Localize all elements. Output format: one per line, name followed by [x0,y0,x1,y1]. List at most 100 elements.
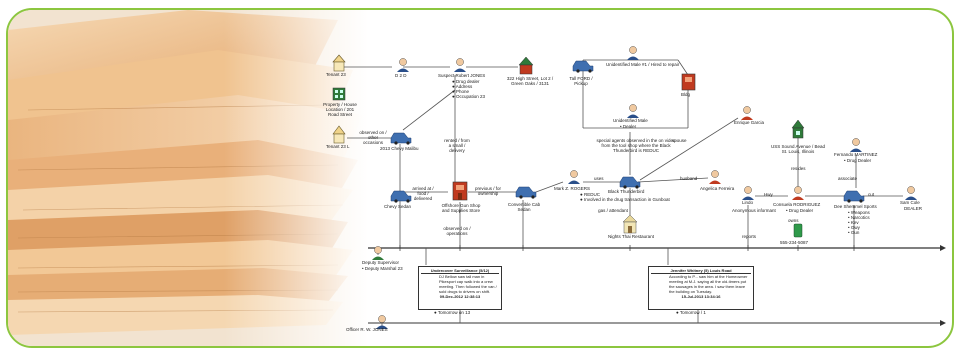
restaurant-icon [622,214,638,234]
rounded-card: Tenant 23 Property / House Location / 20… [6,8,954,348]
node-label: Dee Shemmel Sports [834,204,877,209]
person-icon [792,186,804,200]
car-icon [843,190,865,202]
edge-label: previous / for ownership [474,186,501,196]
person-icon [376,315,388,329]
person-icon [741,106,753,120]
node-label: Unidentified Male #1 / Hired to repair [606,62,680,67]
car-icon [390,132,412,144]
node-label: Black Thunderbird [608,189,645,194]
person-icon [397,58,409,72]
evidence-date: 09-Dec-2012 12:38:13 [439,294,481,299]
edge-label: spouse [672,138,687,143]
evidence-body: According to P... saw him at the Homeown… [669,274,748,294]
node-label: Tall FORD / Pickup [569,76,593,86]
folders-illustration [8,10,368,346]
phone-icon [793,223,803,238]
edge-label: observed on / operations [443,226,471,236]
person-icon [850,138,862,152]
edge-label: observed on / other occasions [359,130,387,145]
annotation-text: special agents observed in the on video … [596,138,676,153]
suspect-details: ● Drug dealer ● Address ● Phone ● Occupa… [452,79,485,99]
evidence-card-1[interactable]: Undercover Surveillance (5/12) DJ Bellow… [418,266,502,310]
node-label: Bldg [681,92,691,97]
node-label: • Dealer [620,124,637,129]
edge-label: arrived at / food / delivered [412,186,434,201]
edge-label: owns [788,218,799,223]
evidence-body: DJ Bellow saw tall man in Pikesport cap … [439,274,497,294]
house-icon [332,54,346,72]
evidence-foot: ● Tomorrow / 1 [676,310,706,315]
person-icon [905,186,917,200]
evidence-title: Undercover Surveillance (5/12) [421,268,499,274]
node-label: Tenant 23 L [326,144,350,149]
node-label: 2013 Chevy Malibu [380,146,419,151]
building-icon [332,87,346,101]
node-label: 322 High Street, Lot 2 / Green Oaks / 31… [506,76,554,86]
node-label: • Drug Dealer [786,208,814,213]
car-icon [515,186,537,198]
node-label: Officer R. W. JONES [346,327,388,332]
edge-label: associate [838,176,858,181]
node-label: Property / House Location / 201 Road Str… [323,102,357,117]
house-icon [518,56,534,75]
node-label: • Drug Dealer [844,158,872,163]
node-label: 555-234-5087 [780,240,809,245]
node-label: Fernando MARTINEZ [834,152,878,157]
node-label: Chevy Sedan [384,204,412,209]
edge-label: uses [594,176,604,181]
node-label: Lindo [742,200,754,205]
car-icon [390,190,412,202]
house-icon [332,125,346,144]
edge-label: gas / attendant [598,208,628,213]
person-icon [742,186,754,200]
car-icon [572,60,594,72]
node-label: Offshore Gun Shop and Supplies Store [441,203,481,213]
edge-label: husband [680,176,698,181]
ds-details: • Weapons • Narcotics • Kev • Gwy • Gun [848,210,870,235]
node-label: USS Sound Avenue / Bead St. Louis, Illin… [771,144,825,154]
person-icon [627,46,639,60]
node-label: Nights Thai Restaurant [608,234,654,239]
node-label: Angelica Ferreira [700,186,735,191]
building-icon [791,119,805,139]
evidence-date: 15-Jul-2013 13:34:16 [681,294,721,299]
car-icons [390,60,865,202]
node-label: D 2 D [395,73,407,78]
car-icon [619,176,641,188]
person-icon [454,58,466,72]
node-label: Convertible Cab Sedan [507,202,541,212]
link-analysis-diagram [332,46,946,329]
person-icons [372,46,917,329]
person-icon [709,170,721,184]
node-label: Tenant 23 [326,72,346,77]
edge-label: resides [791,166,806,171]
node-label: Unidentified Male [613,118,648,123]
node-label: Deputy Supervisor [362,260,400,265]
node-label: • Deputy Marshal 23 [362,266,403,271]
node-label: Sam Cole [900,200,920,205]
file-folders-image [8,10,368,346]
node-label: Enrique Garcia [734,120,765,125]
person-icon [627,104,639,118]
evidence-foot: ● Tomorrow on 13 [434,310,471,315]
edge-label: Hwy [764,192,773,197]
timeline-ticks [399,245,855,251]
person-icon [372,246,384,260]
edge-label: cut [868,192,875,197]
edge-label: reports [742,234,757,239]
node-label: Consuela RODRIGUEZ [773,202,821,207]
node-label: Anonymous informant [732,208,776,213]
mark-details: ● REDUC ● Involved in the drug transacti… [580,192,670,202]
store-building-icon [452,181,468,201]
connector-lines [344,59,903,326]
building-icon [681,73,696,91]
node-label: DEALER [904,206,923,211]
node-label: Suspect Robert JONES [438,73,486,78]
person-icon [568,170,580,184]
evidence-card-2[interactable]: Jennifer Whitney (5) Louis Road Accordin… [648,266,754,310]
edge-label: rented / from a small / delivery [444,138,470,153]
node-label: Mark Z. ROGERS [554,186,591,191]
evidence-title: Jennifer Whitney (5) Louis Road [651,268,751,274]
